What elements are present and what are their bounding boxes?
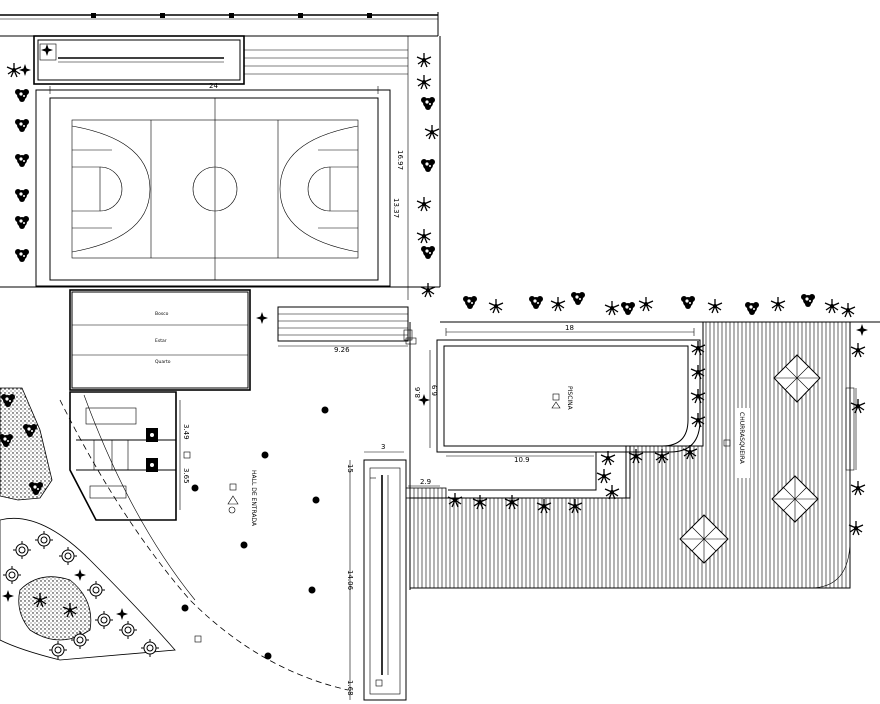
dim-ramp-step: 15 xyxy=(346,464,354,473)
ramp: 3 15 14.06 1.68 2.9 xyxy=(346,443,447,701)
pool-planter-strip xyxy=(447,340,706,514)
dim-ramp-bottom: 1.68 xyxy=(346,680,354,696)
dim-wc-upper: 3.49 xyxy=(182,424,190,440)
dim-pool-length: 18 xyxy=(565,324,574,332)
dim-ramp-top: 3 xyxy=(381,443,385,451)
room-label-top: Bosco xyxy=(155,311,169,317)
top-lap-pool xyxy=(33,35,409,90)
dim-steps-width: 9.26 xyxy=(334,346,350,354)
dim-ramp-length: 14.06 xyxy=(346,570,354,591)
restroom-block: 3.49 3.65 xyxy=(69,391,191,521)
deck-label: CHURRASQUEIRA xyxy=(738,412,745,465)
pool-hedge-row xyxy=(463,292,856,318)
basketball-court: 24 13.37 16.97 xyxy=(35,82,409,300)
swimming-pool: 18 10.9 8.6 6.9 PISCINA xyxy=(414,324,701,464)
dim-court-side: 16.97 xyxy=(396,150,404,170)
dim-court-width: 24 xyxy=(209,82,218,90)
dim-wc-lower: 3.65 xyxy=(182,468,190,484)
room-label-mid: Estar xyxy=(155,338,167,344)
entry-steps: 9.26 xyxy=(277,306,417,354)
walkway-edge xyxy=(83,394,196,601)
right-edge-details xyxy=(845,324,868,536)
curved-walkway xyxy=(59,399,349,691)
dim-deck-step: 2.9 xyxy=(420,478,431,486)
pool-label: PISCINA xyxy=(566,386,573,411)
hall-label: HALL DE ENTRADA xyxy=(250,470,257,527)
dim-pool-inner: 10.9 xyxy=(514,456,530,464)
dim-court-length: 13.37 xyxy=(392,198,400,218)
wood-deck: CHURRASQUEIRA xyxy=(409,321,851,589)
dim-pool-side: 8.6 xyxy=(414,386,422,398)
hall-area: HALL DE ENTRADA xyxy=(181,406,329,660)
room-label-bottom: Quarto xyxy=(155,359,171,365)
dim-pool-width: 6.9 xyxy=(431,385,439,396)
left-garden xyxy=(0,387,176,661)
main-building: Bosco Estar Quarto xyxy=(69,289,268,391)
